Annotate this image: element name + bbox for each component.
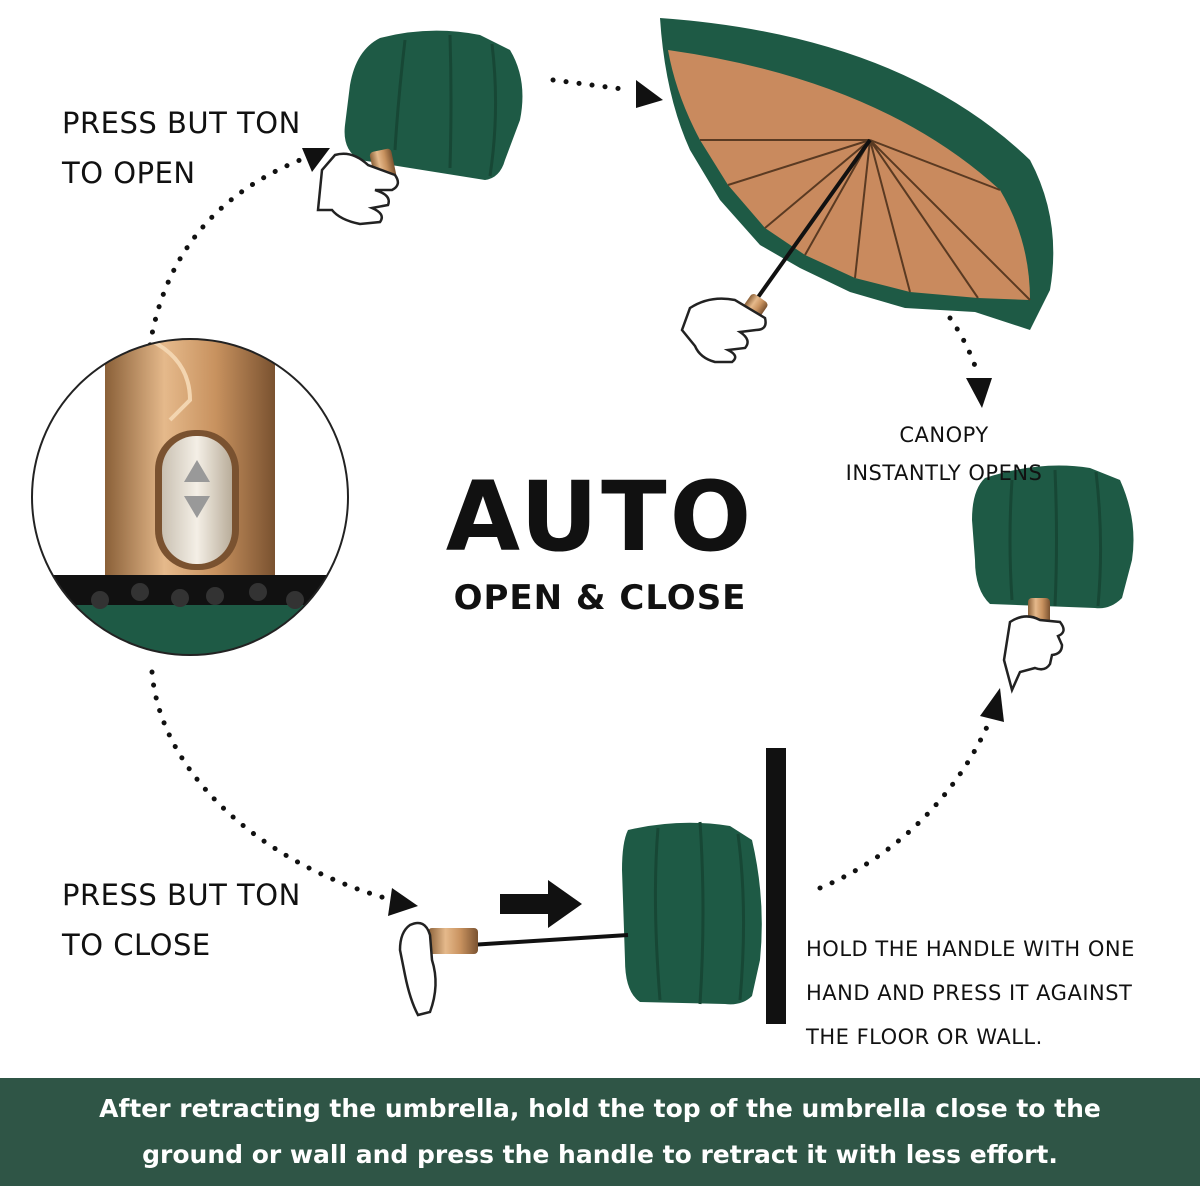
dotted-arrow-icon <box>966 378 992 408</box>
dotted-arrow-icon <box>388 888 418 916</box>
dotted-arrow-icon <box>302 148 330 172</box>
hand-icon <box>1002 615 1065 694</box>
hand-icon <box>316 152 400 226</box>
hand-icon <box>680 297 767 364</box>
hold-handle-label: HOLD THE HANDLE WITH ONE HAND AND PRESS … <box>806 927 1135 1059</box>
banner-line-1: After retracting the umbrella, hold the … <box>99 1094 1101 1123</box>
dotted-path-right-lower <box>817 717 993 891</box>
canopy-opens-label: CANOPY INSTANTLY OPENS <box>828 416 1060 492</box>
dotted-path-left-lower <box>149 669 388 901</box>
press-close-line-2: TO CLOSE <box>62 928 211 962</box>
press-close-line-1: PRESS BUT TON <box>62 878 301 912</box>
title-subtitle: OPEN & CLOSE <box>453 578 747 618</box>
closed-umbrella-icon <box>344 30 523 182</box>
hand-icon <box>398 921 437 1017</box>
press-open-line-2: TO OPEN <box>62 156 196 190</box>
closed-umbrella-icon <box>428 821 762 1005</box>
hold-line-2: HAND AND PRESS IT AGAINST <box>806 981 1133 1005</box>
banner-text: After retracting the umbrella, hold the … <box>80 1086 1120 1178</box>
push-arrow-icon <box>500 880 582 928</box>
handle-button-closeup-icon <box>31 338 349 656</box>
open-umbrella-icon <box>660 18 1054 330</box>
dotted-arrow-icon <box>636 80 663 108</box>
press-open-line-1: PRESS BUT TON <box>62 106 301 140</box>
title-auto: AUTO <box>445 461 755 573</box>
press-open-label: PRESS BUT TON TO OPEN <box>62 98 301 198</box>
wall-icon <box>766 748 786 1024</box>
hold-line-1: HOLD THE HANDLE WITH ONE <box>806 937 1135 961</box>
canopy-line-2: INSTANTLY OPENS <box>845 461 1043 485</box>
dotted-arrow-icon <box>980 688 1004 722</box>
page-title: AUTO OPEN & CLOSE <box>400 462 800 620</box>
banner-line-2: ground or wall and press the handle to r… <box>142 1140 1058 1169</box>
dotted-path-right-upper <box>947 315 981 378</box>
dotted-path-top <box>550 77 633 93</box>
canopy-line-1: CANOPY <box>899 423 989 447</box>
instruction-banner: After retracting the umbrella, hold the … <box>0 1078 1200 1186</box>
hold-line-3: THE FLOOR OR WALL. <box>806 1025 1043 1049</box>
press-close-label: PRESS BUT TON TO CLOSE <box>62 870 301 970</box>
